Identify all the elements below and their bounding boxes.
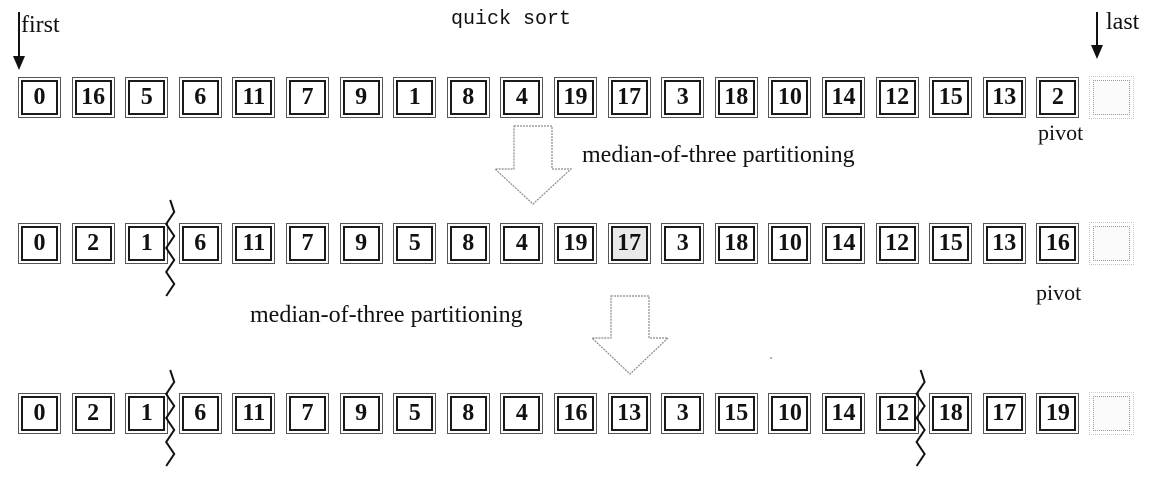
array-cell: 4 — [500, 77, 544, 118]
array-cell: 12 — [875, 77, 919, 118]
empty-slot — [1089, 76, 1134, 119]
array-cell: 18 — [929, 393, 973, 434]
array-cell: 7 — [286, 393, 329, 434]
array-cell: 15 — [929, 223, 973, 264]
array-cell: 12 — [875, 223, 919, 264]
array-cell: 5 — [125, 77, 169, 118]
array-cell: 15 — [714, 393, 758, 434]
array-cell: 4 — [500, 393, 544, 434]
array-cell: 14 — [822, 393, 865, 434]
array-cell: 1 — [393, 77, 437, 118]
array-cell: 19 — [554, 77, 597, 118]
array-cell: 9 — [339, 223, 383, 264]
array-cell: 13 — [982, 223, 1026, 264]
array-cell: 14 — [822, 223, 865, 264]
array-cell: 0 — [18, 223, 61, 264]
array-cell: 3 — [661, 77, 705, 118]
array-cell: 16 — [554, 393, 597, 434]
array-cell: 2 — [71, 223, 115, 264]
array-cell: 19 — [1036, 393, 1080, 434]
array-cell: 0 — [18, 77, 61, 118]
array-cell: 3 — [661, 223, 705, 264]
array-cell: 5 — [393, 393, 437, 434]
empty-slot — [1089, 222, 1134, 265]
array-cell: 13 — [982, 77, 1026, 118]
down-arrow-step2 — [590, 295, 670, 375]
pivot-label-second: pivot — [1036, 280, 1082, 305]
array-cell: 7 — [286, 77, 329, 118]
array-cell: 11 — [232, 223, 276, 264]
array-cell: 10 — [768, 223, 812, 264]
stray-dot — [770, 357, 772, 359]
array-cell: 18 — [714, 77, 758, 118]
array-cell: 9 — [339, 77, 383, 118]
array-cell: 6 — [178, 393, 222, 434]
array-cell: 12 — [875, 393, 919, 434]
array-cell: 19 — [554, 223, 597, 264]
array-cell: 10 — [768, 393, 812, 434]
array-cell: 3 — [661, 393, 705, 434]
array-cell: 1 — [125, 393, 169, 434]
first-label: first — [21, 12, 60, 38]
array-cell: 17 — [607, 223, 651, 264]
array-cell: 6 — [178, 223, 222, 264]
array-cell: 9 — [339, 393, 383, 434]
array-cell: 10 — [768, 77, 812, 118]
array-cell: 14 — [822, 77, 865, 118]
array-cell: 11 — [232, 77, 276, 118]
array-cell: 2 — [71, 393, 115, 434]
array-cell: 5 — [393, 223, 437, 264]
array-cell: 8 — [446, 223, 490, 264]
array-cell: 15 — [929, 77, 973, 118]
array-cell: 16 — [71, 77, 115, 118]
step2-label: median-of-three partitioning — [250, 302, 523, 328]
diagram-title: quick sort — [451, 8, 572, 31]
empty-slot — [1089, 392, 1134, 435]
array-cell: 13 — [607, 393, 651, 434]
array-cell: 6 — [178, 77, 222, 118]
array-cell: 18 — [714, 223, 758, 264]
array-cell: 4 — [500, 223, 544, 264]
last-arrow — [1091, 12, 1103, 59]
array-cell: 17 — [982, 393, 1026, 434]
array-cell: 17 — [607, 77, 651, 118]
last-label: last — [1106, 9, 1140, 35]
array-cell: 2 — [1036, 77, 1080, 118]
array-cell: 8 — [446, 393, 490, 434]
pivot-label-initial: pivot — [1038, 120, 1084, 145]
array-cell: 8 — [446, 77, 490, 118]
step1-label: median-of-three partitioning — [582, 142, 855, 168]
array-cell: 7 — [286, 223, 329, 264]
array-cell: 0 — [18, 393, 61, 434]
array-cell: 16 — [1036, 223, 1080, 264]
array-cell: 1 — [125, 223, 169, 264]
array-cell: 11 — [232, 393, 276, 434]
down-arrow-step1 — [493, 125, 573, 205]
